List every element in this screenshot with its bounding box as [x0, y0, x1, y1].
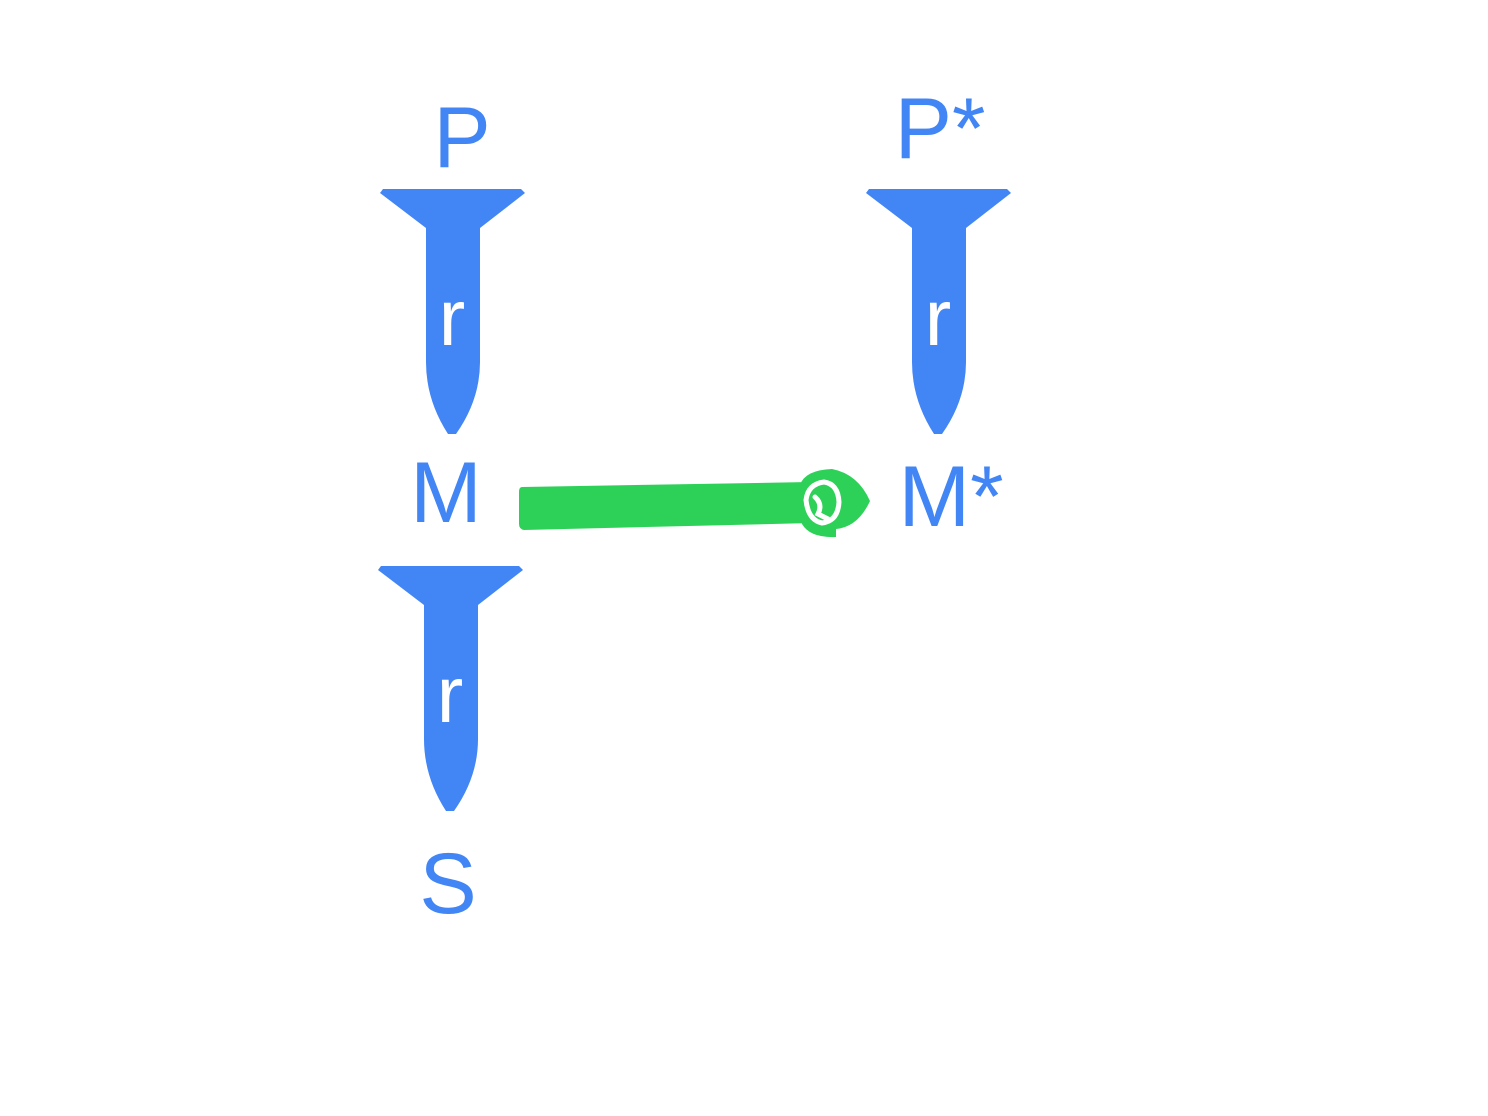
node-m-star: M* [898, 449, 1003, 545]
node-p: P [433, 90, 490, 186]
node-p-star: P* [895, 81, 986, 177]
arrow-p-to-m-shape [380, 189, 525, 434]
arrow-p-star-to-m-star-label: r [925, 273, 952, 362]
arrow-p-star-to-m-star-shape [866, 189, 1011, 434]
link-m-to-m-star [519, 469, 870, 538]
q-glyph-icon [803, 479, 842, 526]
arrow-m-to-s: r [378, 566, 523, 811]
arrow-p-to-m: r [380, 189, 525, 434]
arrow-p-star-to-m-star: r [866, 189, 1011, 434]
node-s: S [419, 836, 476, 932]
link-bar [519, 482, 812, 530]
node-m: M [410, 445, 482, 541]
arrow-m-to-s-label: r [437, 650, 464, 739]
arrow-p-to-m-label: r [439, 273, 466, 362]
arrow-m-to-s-shape [378, 566, 523, 811]
